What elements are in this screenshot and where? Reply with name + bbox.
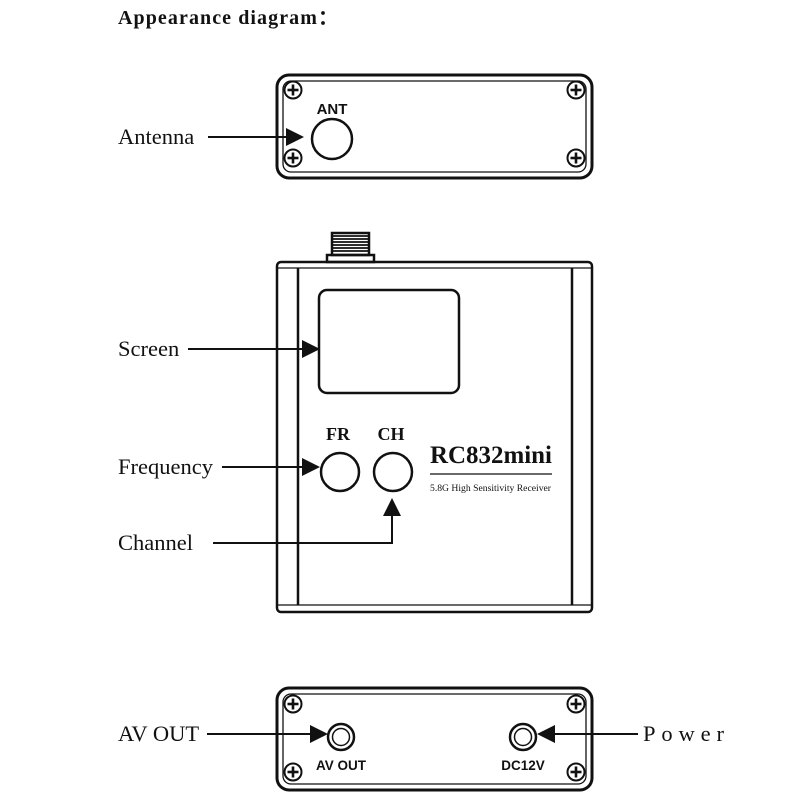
screen-display	[317, 288, 461, 395]
screw-icon	[566, 694, 586, 714]
av-out-arrowhead-icon	[310, 725, 328, 743]
top-panel-inner-frame	[282, 80, 587, 173]
top-panel-outer-frame	[275, 73, 594, 180]
av-out-port-label: AV OUT	[316, 758, 367, 773]
dc12v-jack-inner	[513, 727, 533, 747]
screw-icon	[283, 694, 303, 714]
dc12v-port-label: DC12V	[501, 758, 545, 773]
body-outer-frame	[275, 260, 594, 614]
screw-icon	[566, 80, 586, 100]
callout-av-out: AV OUT	[118, 721, 199, 746]
frequency-arrowhead-icon	[302, 458, 320, 476]
callout-channel: Channel	[118, 530, 193, 555]
screw-icon	[283, 762, 303, 782]
antenna-port	[310, 117, 354, 161]
bottom-panel-inner-frame	[282, 693, 587, 785]
screw-icon	[566, 762, 586, 782]
model-subtitle: 5.8G High Sensitivity Receiver	[430, 483, 552, 494]
bottom-panel-outer-frame	[275, 686, 594, 792]
power-arrowhead-icon	[537, 725, 555, 743]
antenna-arrowhead-icon	[286, 128, 304, 146]
av-out-jack-inner	[331, 727, 351, 747]
screw-icon	[566, 148, 586, 168]
fr-button	[319, 451, 361, 493]
callout-screen: Screen	[118, 336, 179, 361]
channel-arrow-line	[213, 514, 393, 544]
ant-label: ANT	[317, 101, 348, 118]
top-panel: ANT	[275, 73, 594, 180]
antenna-connector	[325, 231, 376, 264]
ch-button	[372, 451, 414, 493]
ch-label: CH	[378, 424, 405, 444]
callout-frequency: Frequency	[118, 454, 214, 479]
fr-label: FR	[326, 424, 351, 444]
bottom-panel: AV OUT DC12V	[275, 686, 594, 792]
callout-power: Power	[643, 721, 725, 746]
screw-icon	[283, 80, 303, 100]
screw-icon	[283, 148, 303, 168]
screen-arrowhead-icon	[302, 340, 320, 358]
callout-antenna: Antenna	[118, 124, 194, 149]
receiver-body: FR CH RC832mini 5.8G High Sensitivity Re…	[275, 231, 594, 614]
diagram-title: Appearance diagram：	[118, 7, 338, 29]
model-name: RC832mini	[430, 442, 552, 469]
channel-arrowhead-icon	[383, 498, 401, 516]
